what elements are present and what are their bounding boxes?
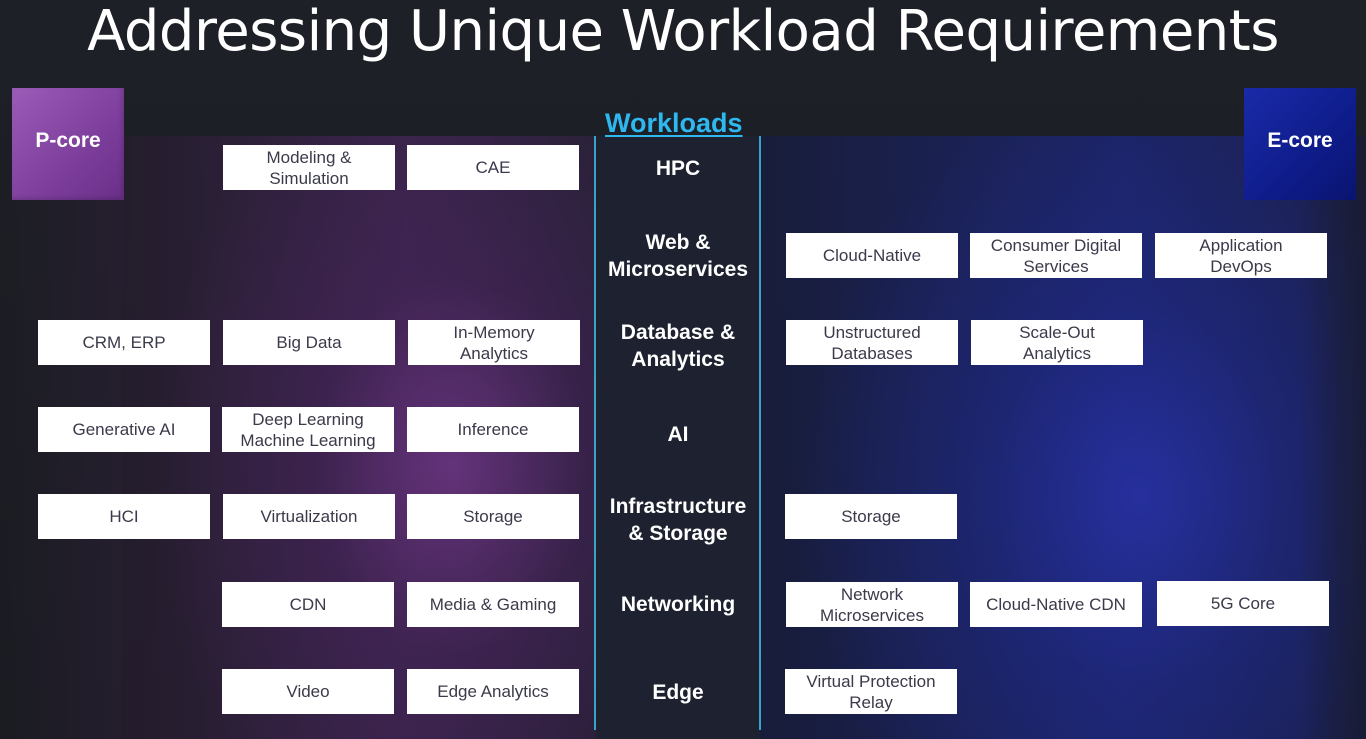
e-core-workload-box: 5G Core [1157,581,1329,626]
e-core-workload-box: Virtual Protection Relay [785,669,957,714]
p-core-workload-box: Big Data [223,320,395,365]
e-core-label: E-core [1267,129,1333,152]
p-core-workload-box: Deep Learning Machine Learning [222,407,394,452]
e-core-workload-box: Storage [785,494,957,539]
e-core-workload-box: Network Microservices [786,582,958,627]
p-core-workload-box: Video [222,669,394,714]
p-core-workload-box: Edge Analytics [407,669,579,714]
p-core-tile: P-core [12,88,124,200]
workloads-divider-right [759,136,761,730]
workloads-heading: Workloads [605,108,743,138]
workload-label-infrastructure-storage: Infrastructure & Storage [609,495,747,545]
p-core-workload-box: Virtualization [223,494,395,539]
e-core-workload-box: Scale-Out Analytics [971,320,1143,365]
p-core-workload-box: In-Memory Analytics [408,320,580,365]
e-core-workload-box: Cloud-Native [786,233,958,278]
e-core-workload-box: Cloud-Native CDN [970,582,1142,627]
p-core-workload-box: CDN [222,582,394,627]
e-core-band-edge [1300,136,1366,739]
e-core-band [760,136,1366,739]
p-core-workload-box: Storage [407,494,579,539]
p-core-workload-box: Generative AI [38,407,210,452]
slide-title: Addressing Unique Workload Requirements [87,0,1279,64]
e-core-tile: E-core [1244,88,1356,200]
p-core-label: P-core [35,129,101,152]
p-core-workload-box: HCI [38,494,210,539]
p-core-workload-box: Media & Gaming [407,582,579,627]
workloads-band [596,136,760,739]
p-core-workload-box: Inference [407,407,579,452]
workload-label-hpc: HPC [655,156,701,180]
workload-label-web-microservices: Web & Microservices [607,231,749,281]
workloads-divider-left [594,136,596,730]
workload-label-ai: AI [667,422,689,446]
workload-label-database-analytics: Database & Analytics [620,321,736,371]
e-core-workload-box: Unstructured Databases [786,320,958,365]
p-core-workload-box: CAE [407,145,579,190]
e-core-workload-box: Consumer Digital Services [970,233,1142,278]
workload-label-edge: Edge [652,680,704,704]
e-core-workload-box: Application DevOps [1155,233,1327,278]
workload-label-networking: Networking [620,592,736,616]
p-core-workload-box: CRM, ERP [38,320,210,365]
p-core-workload-box: Modeling & Simulation [223,145,395,190]
